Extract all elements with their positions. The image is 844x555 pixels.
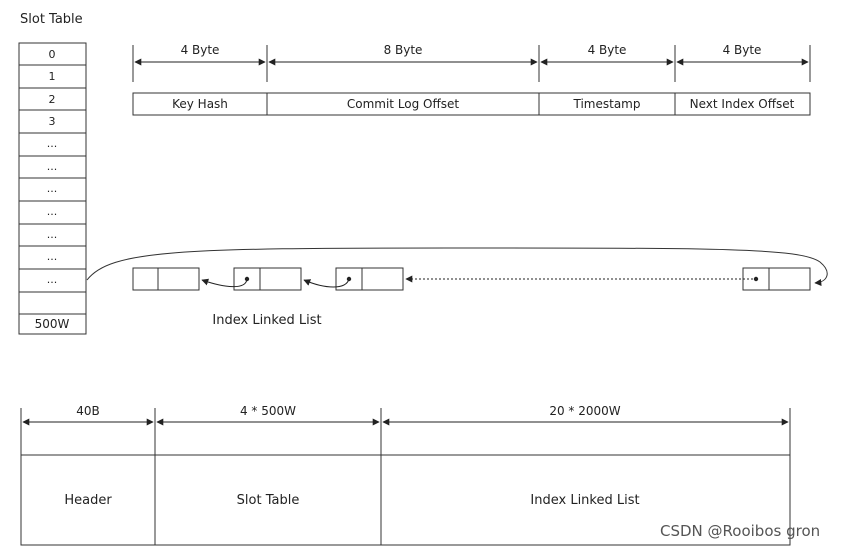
field-next-index-offset: Next Index Offset	[690, 97, 795, 111]
slot-cell-6: ...	[47, 182, 58, 195]
section-header: Header	[64, 493, 112, 508]
slot-cell-4: ...	[47, 137, 58, 150]
size-header: 40B	[76, 404, 100, 418]
list-node-3	[335, 267, 404, 291]
size-timestamp: 4 Byte	[588, 43, 627, 57]
slot-table-title: Slot Table	[20, 12, 83, 27]
slot-cell-8: ...	[47, 228, 58, 241]
size-slot-table: 4 * 500W	[240, 404, 296, 418]
index-entry-fields: Key Hash Commit Log Offset Timestamp Nex…	[132, 92, 811, 116]
size-index-linked-list: 20 * 2000W	[549, 404, 620, 418]
slot-cell-1: 1	[49, 70, 56, 83]
slot-cell-0: 0	[49, 48, 56, 61]
slot-cell-7: ...	[47, 205, 58, 218]
list-node-1	[132, 267, 200, 291]
index-linked-list: Index Linked List	[86, 247, 828, 328]
list-node-2	[233, 267, 302, 291]
section-index-linked-list: Index Linked List	[530, 493, 639, 508]
section-slot-table: Slot Table	[237, 493, 300, 508]
field-timestamp: Timestamp	[573, 97, 641, 111]
slot-cell-5: ...	[47, 160, 58, 173]
file-layout-sections: Header Slot Table Index Linked List	[20, 454, 791, 546]
size-key-hash: 4 Byte	[181, 43, 220, 57]
slot-table: 0 1 2 3 ... ... ... ... ... ... ... 500W	[18, 42, 87, 335]
size-next-index-offset: 4 Byte	[723, 43, 762, 57]
size-commit-log-offset: 8 Byte	[384, 43, 423, 57]
slot-cell-2: 2	[49, 93, 56, 106]
slot-cell-9: ...	[47, 250, 58, 263]
slot-cell-3: 3	[49, 115, 56, 128]
linked-list-label: Index Linked List	[212, 313, 321, 328]
slot-cell-10: ...	[47, 273, 58, 286]
file-layout-dimensions: 40B 4 * 500W 20 * 2000W	[20, 404, 791, 455]
field-key-hash: Key Hash	[172, 97, 228, 111]
list-node-tail	[742, 267, 811, 291]
index-entry-dimensions: 4 Byte 8 Byte 4 Byte 4 Byte	[132, 43, 811, 82]
field-commit-log-offset: Commit Log Offset	[347, 97, 460, 111]
slot-cell-11: 500W	[35, 317, 70, 331]
watermark: CSDN @Rooibos gron	[660, 522, 821, 540]
